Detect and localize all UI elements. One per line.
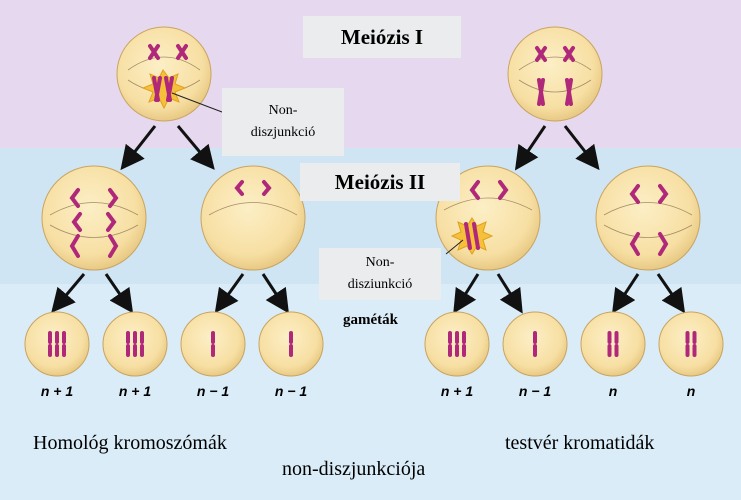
gamete-cell (24, 311, 90, 377)
ploidy-label: n (608, 383, 618, 399)
parent-cell-right (507, 26, 603, 122)
callout-line (171, 92, 223, 113)
meiosis-2-label: Meiózis II (300, 163, 460, 201)
gamete-cell (258, 311, 324, 377)
ploidy-label: n − 1 (518, 383, 552, 399)
gamete-cell (102, 311, 168, 377)
ploidy-label: n (686, 383, 696, 399)
caption-sister-chromatids: testvér kromatidák (505, 432, 655, 454)
ploidy-label: n − 1 (196, 383, 230, 399)
ploidy-label: n + 1 (40, 383, 74, 399)
nondisjunct-chromosomes (152, 76, 174, 102)
gamete-cell (180, 311, 246, 377)
gamete-cell (580, 311, 646, 377)
ploidy-label: n − 1 (274, 383, 308, 399)
gamete-cell (424, 311, 490, 377)
ploidy-label: n + 1 (118, 383, 152, 399)
gamete-cell (658, 311, 724, 377)
nondisjunction-label-lower: Non- disziunkció (319, 248, 441, 300)
gamete-cells (24, 311, 724, 377)
arrow-down-icon (51, 273, 686, 314)
meiosis-2-cell-3 (435, 165, 541, 271)
callout-line (445, 239, 464, 255)
gamete-cell (502, 311, 568, 377)
gametes-label: gaméták (343, 312, 398, 328)
ploidy-label: n + 1 (440, 383, 474, 399)
chromosome-pair (535, 46, 575, 106)
chromosome (469, 180, 509, 200)
chromosome-pair (148, 44, 188, 60)
nondisjunction-burst-icon (450, 217, 494, 255)
nondisjunct-chromatids (464, 222, 480, 250)
arrow-down-icon (120, 125, 600, 171)
chromosome (234, 180, 272, 196)
chromosome (629, 184, 669, 256)
chromosome (69, 188, 119, 258)
meiosis-2-cell-2 (200, 165, 306, 271)
meiosis-1-label: Meiózis I (303, 16, 461, 58)
nondisjunction-label-upper: Non- diszjunkció (222, 88, 344, 156)
caption-homologous: Homológ kromoszómák (33, 432, 227, 454)
meiosis-2-cell-4 (595, 165, 701, 271)
caption-homologous-line2: non-diszjunkciója (282, 458, 426, 480)
meiosis-2-cell-1 (41, 165, 147, 271)
